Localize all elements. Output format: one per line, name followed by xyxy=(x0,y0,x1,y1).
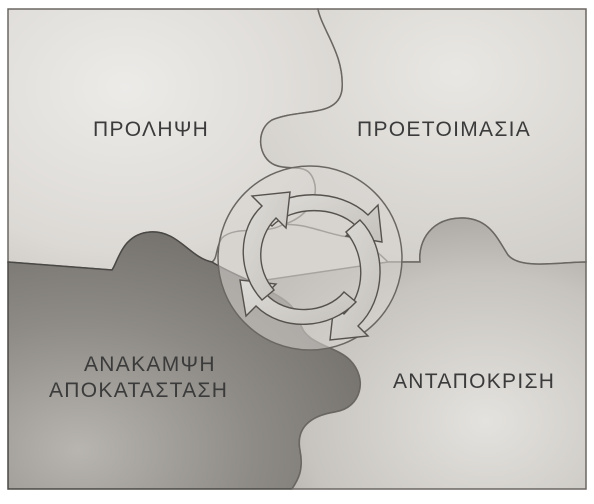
label-prevention: ΠΡΟΛΗΨΗ xyxy=(93,118,209,142)
label-preparedness: ΠΡΟΕΤΟΙΜΑΣΙΑ xyxy=(357,118,531,142)
label-recovery: ΑΝΑΚΑΜΨΗ xyxy=(84,353,216,377)
cycle-arrows-icon xyxy=(218,166,402,350)
label-restoration: ΑΠΟΚΑΤΑΣΤΑΣΗ xyxy=(49,379,228,403)
label-response: ΑΝΤΑΠΟΚΡΙΣΗ xyxy=(393,370,555,394)
